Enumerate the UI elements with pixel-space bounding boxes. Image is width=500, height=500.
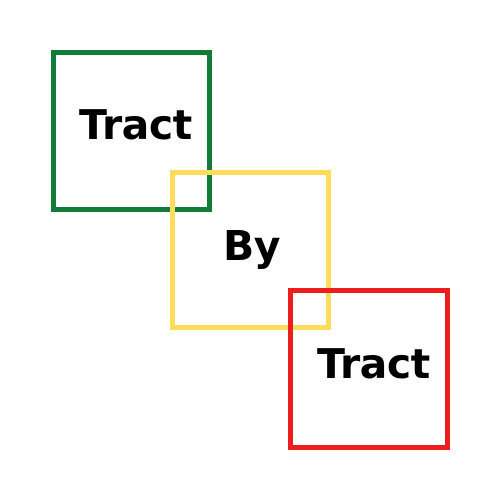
logo-word-tract-bottom: Tract [317, 340, 430, 388]
logo-word-by: By [223, 222, 280, 270]
logo-word-tract-top: Tract [79, 101, 192, 149]
green-square-outline [51, 50, 212, 212]
red-square-outline [288, 288, 450, 450]
yellow-square-outline [170, 170, 331, 330]
